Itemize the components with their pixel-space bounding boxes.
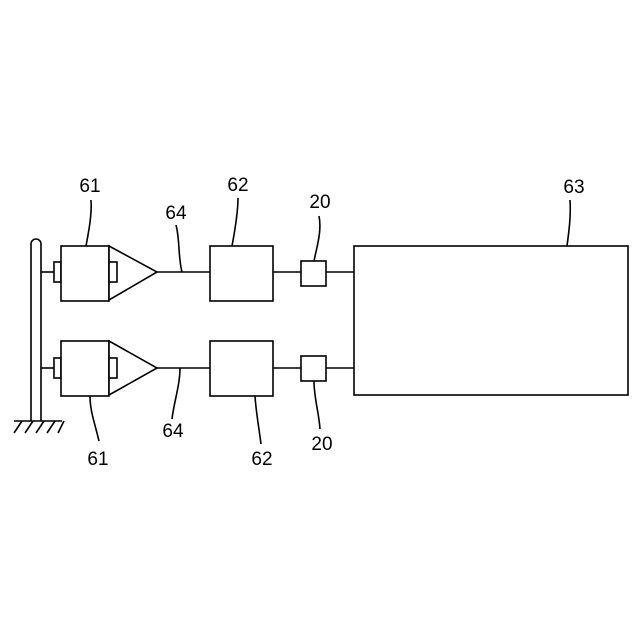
leader-cable-top	[176, 225, 182, 272]
connector-top	[301, 261, 326, 286]
label-cable-bottom: 64	[162, 421, 184, 442]
sensor-tip	[109, 358, 117, 378]
leader-controller	[567, 200, 570, 246]
leader-connector-top	[314, 216, 320, 261]
label-sensor-top: 61	[79, 176, 100, 197]
label-connector-top: 20	[309, 192, 330, 213]
leader-connector-bottom	[314, 381, 320, 429]
sensor-body	[61, 341, 109, 396]
leader-unit-top	[232, 198, 238, 246]
sensor-assembly-bottom	[41, 341, 157, 396]
label-controller: 63	[563, 177, 584, 198]
leader-cable-bottom	[172, 368, 180, 419]
label-unit-bottom: 62	[251, 449, 272, 470]
controller-box	[354, 246, 628, 395]
sensor-tip	[109, 262, 117, 282]
sensor-clamp	[54, 262, 61, 282]
label-cable-top: 64	[165, 203, 187, 224]
post-outline	[31, 239, 41, 421]
ground-hatch	[14, 421, 64, 433]
unit-box-bottom	[210, 341, 273, 396]
label-connector-bottom: 20	[311, 434, 332, 455]
label-sensor-bottom: 61	[87, 449, 108, 470]
leader-unit-bottom	[255, 396, 261, 444]
leader-sensor-bottom	[90, 396, 99, 441]
sensor-body	[61, 246, 109, 301]
label-unit-top: 62	[227, 175, 248, 196]
leader-sensor-top	[86, 200, 91, 246]
sensor-clamp	[54, 358, 61, 378]
unit-box-top	[210, 246, 273, 301]
sensor-assembly-top	[41, 246, 157, 301]
connector-bottom	[301, 356, 326, 381]
